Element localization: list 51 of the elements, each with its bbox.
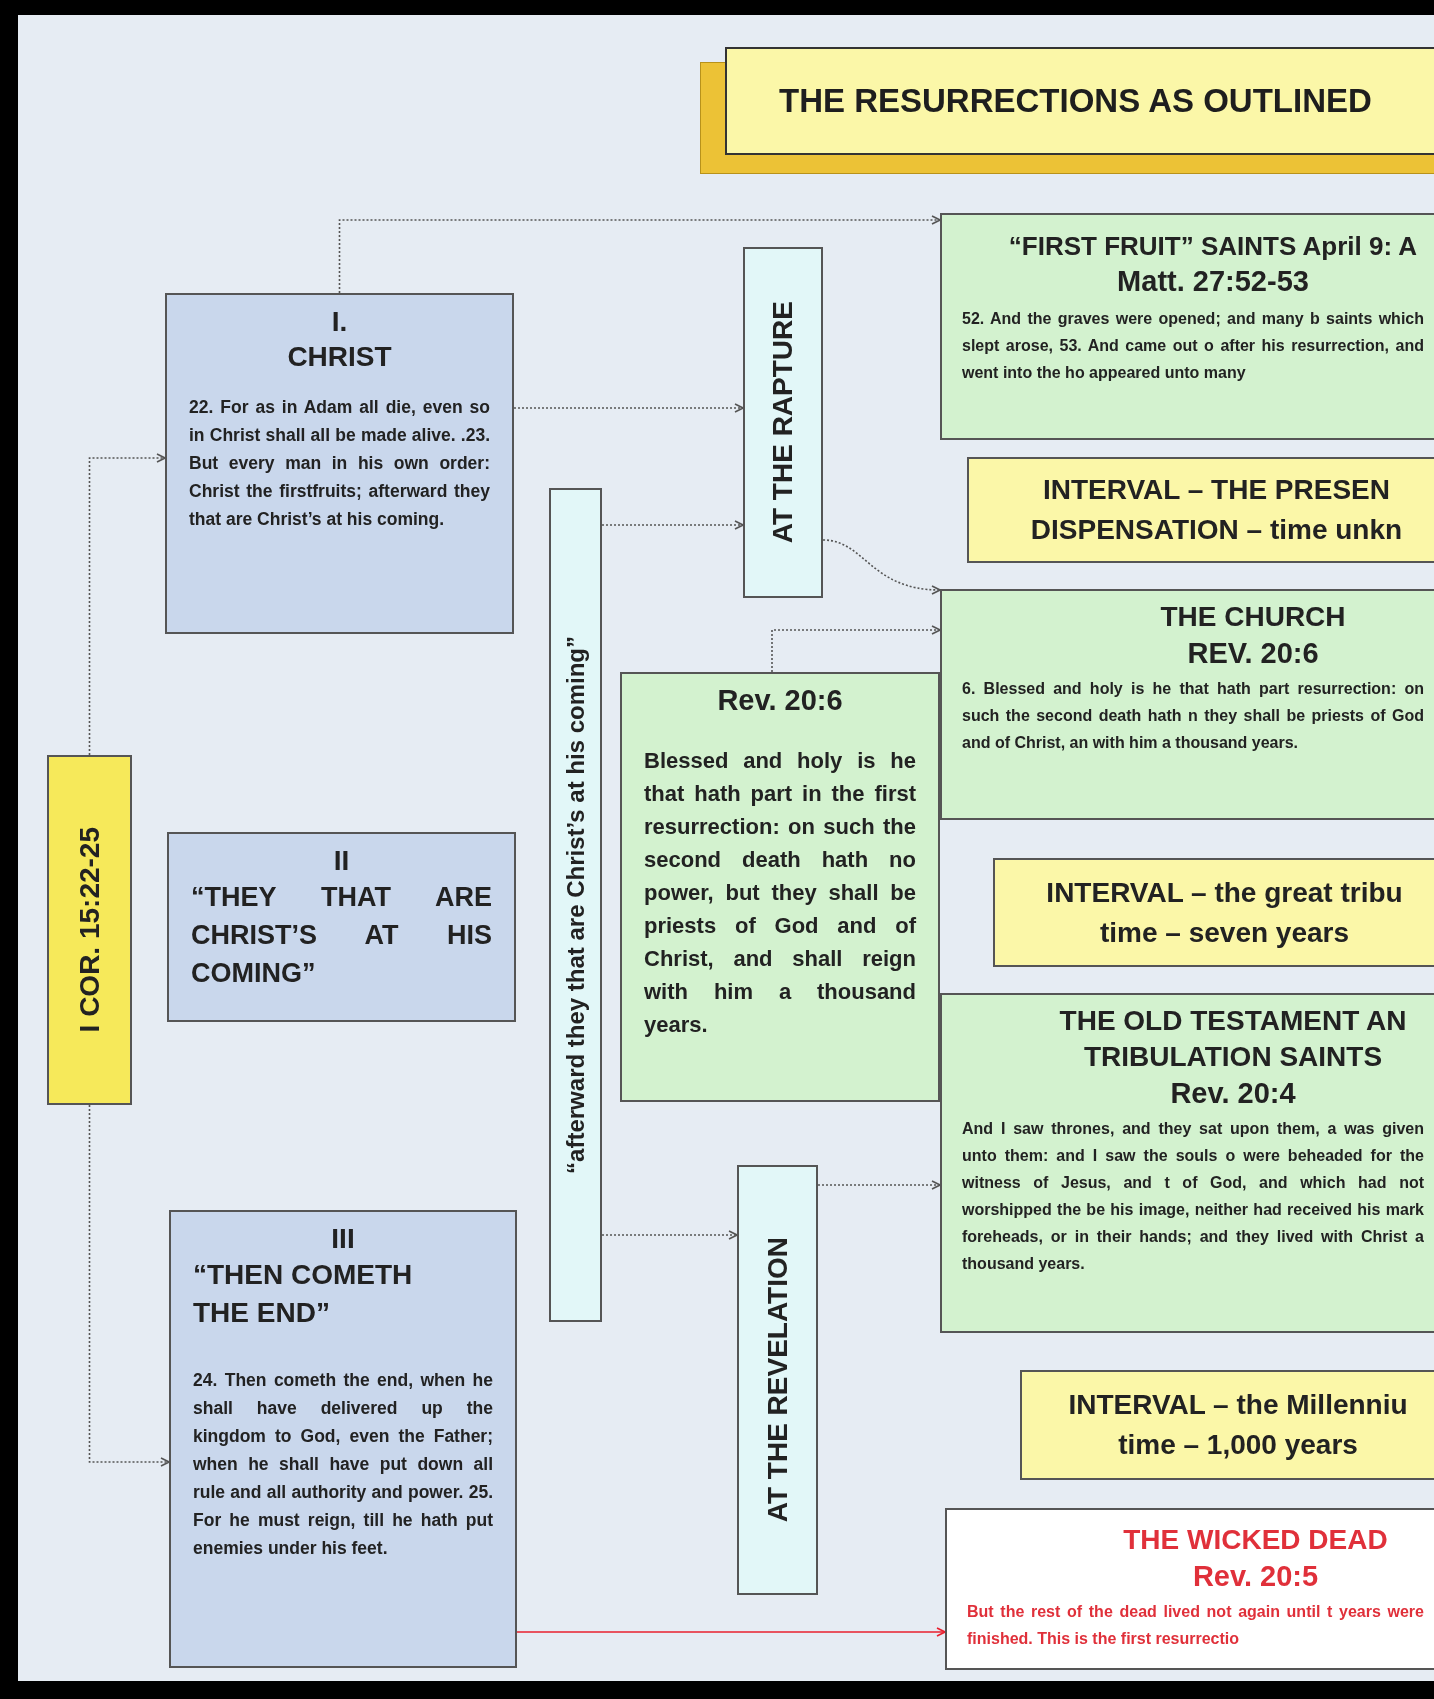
verse-box (620, 672, 940, 1102)
heading: CHRIST (286, 340, 393, 374)
interval-box (993, 858, 1434, 967)
section-number: III (330, 1222, 356, 1256)
verse-text: 52. And the graves were opened; and many b saints which slept arose, 53. And came out o after his resurrection, and went into the ho appeared unto many (962, 309, 1424, 383)
arrow (516, 1627, 946, 1637)
section-number: II (332, 844, 351, 878)
verse-text: 24. Then cometh the end, when he shall have delivered up the kingdom to God, even the Father; when he shall have put down all rule and all authority and power. 25. For he must reign, till he hath put enemies under his feet. (193, 1369, 493, 1560)
interval-label: INTERVAL – THE PRESEN DISPENSATION – time unkn (1029, 473, 1404, 547)
arrow (771, 625, 941, 673)
vertical-label: AT THE RAPTURE (767, 301, 799, 544)
verse-box (940, 213, 1434, 440)
vertical-label: AT THE REVELATION (761, 1237, 794, 1523)
interval-box (967, 457, 1434, 563)
verse-box (945, 1508, 1434, 1670)
vertical-label: “afterward they that are Christ’s at his coming” (561, 636, 590, 1174)
arrow (88, 453, 166, 756)
verse-text: 22. For as in Adam all die, even so in Christ shall all be made alive. .23. But every man in his own order: Christ the firstfruits; afterward they that are Christ’s at his coming. (189, 396, 490, 531)
interval-label: INTERVAL – the great tribu time – seven years (1045, 875, 1404, 950)
section-box (165, 293, 514, 634)
title: THE RESURRECTIONS AS OUTLINED (779, 82, 1372, 120)
verse-reference: Rev. 20:4 (1169, 1076, 1297, 1111)
verse-reference: Rev. 20:6 (716, 683, 844, 718)
vertical-label: I COR. 15:22-25 (73, 827, 106, 1033)
reference-box (47, 755, 132, 1105)
verse-text: Blessed and holy is he that hath part in the first resurrection: on such the second death hath no power, but they shall be priests of God and of Christ, and shall reign with him a thousand years. (644, 747, 916, 1039)
verse-box (940, 589, 1434, 820)
label-box (737, 1165, 818, 1595)
arrow (88, 1104, 170, 1467)
verse-text: But the rest of the dead lived not again until t years were finished. This is the first resurrectio (967, 1602, 1424, 1649)
label-box (743, 247, 823, 598)
verse-reference: REV. 20:6 (1186, 636, 1320, 671)
section-box (167, 832, 516, 1022)
arrow (338, 215, 941, 294)
arrow (822, 539, 941, 595)
heading: THE CHURCH (1159, 600, 1347, 634)
quote-box (549, 488, 602, 1322)
verse-reference: Matt. 27:52-53 (1116, 264, 1310, 299)
heading: THE WICKED DEAD (1122, 1523, 1389, 1557)
section-number: I. (330, 305, 349, 339)
verse-text: 6. Blessed and holy is he that hath part resurrection: on such the second death hath n they shall be priests of God and of Christ, an with him a thousand years. (962, 679, 1424, 753)
verse-box (940, 993, 1434, 1333)
section-box (169, 1210, 517, 1668)
interval-label: INTERVAL – the Millenniu time – 1,000 years (1067, 1388, 1409, 1462)
verse-text: And I saw thrones, and they sat upon them, a was given unto them: and I saw the souls o were beheaded for the witness of Jesus, and t of God, and which had not worshipped the be his image, neither had received his mark foreheads, or in their hands; and they lived with Christ a thousand years. (962, 1119, 1424, 1274)
heading: “THEN COMETH THE END” (193, 1258, 414, 1330)
heading: “THEY THAT ARE CHRIST’S AT HIS COMING” (191, 881, 492, 990)
heading: “FIRST FRUIT” SAINTS April 9: A (1007, 230, 1419, 263)
verse-reference: Rev. 20:5 (1191, 1559, 1320, 1594)
interval-box (1020, 1370, 1434, 1480)
heading: THE OLD TESTAMENT AN TRIBULATION SAINTS (1058, 1004, 1408, 1074)
